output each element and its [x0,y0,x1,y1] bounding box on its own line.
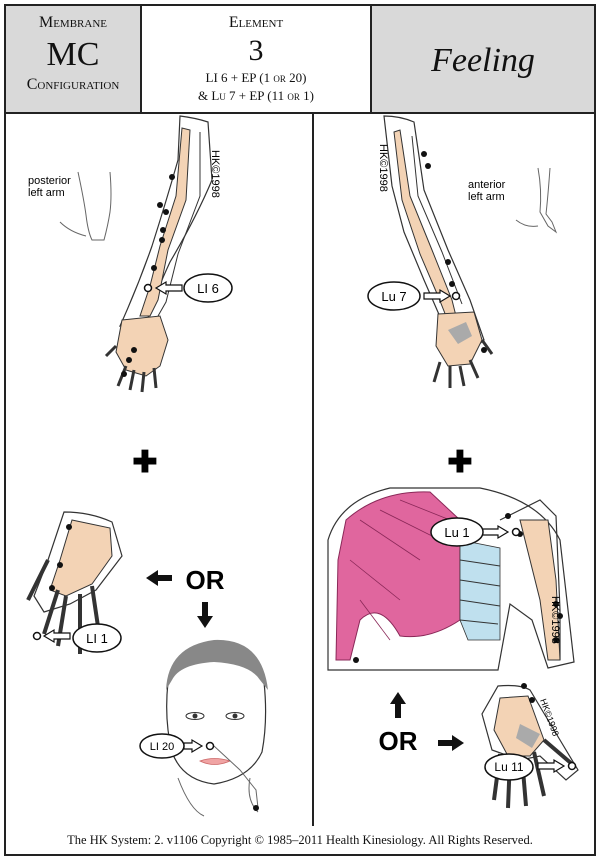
lu7-point-bubble [367,281,421,311]
header-membrane-cell: Membrane MC Configuration [6,6,142,112]
down-arrow-icon [197,602,213,628]
anterior-copyright-mark: HK©1998 [377,144,389,192]
li6-point-label: LI 6 [197,281,219,296]
li20-face-illustration [166,639,268,817]
panel-divider [312,114,314,826]
posterior-arm-illustration [104,115,213,393]
right-or-text: OR [379,726,418,756]
lu11-pointer-arrow [537,758,566,774]
right-left-arm-label: left arm [468,191,505,203]
li20-point-bubble [139,733,185,759]
left-plus-icon: ✚ [132,446,157,479]
header-emotion-cell: Feeling [372,6,594,112]
header-element-cell: Element 3 LI 6 + EP (1 or 20) & Lu 7 + E… [142,6,372,112]
li1-hand-illustration [26,511,123,654]
posterior-arm-thumbnail [59,171,112,241]
left-arrow-icon [146,570,172,586]
lu11-point-bubble [484,753,534,781]
up-arrow-icon [390,692,406,718]
left-or-text: OR [186,565,225,595]
li20-point-label: LI 20 [150,741,174,753]
anterior-arm-illustration [383,115,494,388]
right-plus-icon: ✚ [447,446,472,479]
posterior-label: posterior [28,175,71,187]
anterior-label: anterior [468,179,506,191]
li6-point-bubble [183,273,233,303]
chart-page: Membrane MC Configuration Element 3 LI 6… [4,4,596,856]
anterior-arm-thumbnail [515,167,558,234]
element-number: 3 [248,34,264,67]
lu11-point-label: Lu 11 [494,760,523,774]
element-points-line2: & Lu 7 + EP (11 or 1) [197,88,314,103]
membrane-code: MC [46,36,100,73]
element-label: Element [228,14,284,31]
left-arm-label: left arm [28,187,65,199]
li1-point-label: LI 1 [86,631,108,646]
membrane-label: Membrane [38,14,107,31]
right-arrow-icon [438,735,464,751]
posterior-copyright-mark: HK©1998 [209,150,221,198]
emotion-title: Feeling [431,42,535,79]
configuration-label: Configuration [26,76,120,93]
lu1-chest-illustration [327,487,575,671]
chest-copyright-mark: HK©1998 [549,596,561,644]
element-points-line1: LI 6 + EP (1 or 20) [205,70,307,85]
li1-pointer-arrow [42,628,71,644]
lu1-point-bubble [430,517,484,547]
lu7-pointer-arrow [423,288,452,304]
li1-point-bubble [72,623,122,653]
lu11-hand-illustration [481,683,579,809]
footer-copyright: The HK System: 2. v1106 Copyright © 1985… [67,833,533,847]
header: Membrane MC Configuration Element 3 LI 6… [6,6,594,114]
lu7-point-label: Lu 7 [381,289,406,304]
li6-pointer-arrow [154,280,183,296]
lu1-point-label: Lu 1 [444,525,469,540]
